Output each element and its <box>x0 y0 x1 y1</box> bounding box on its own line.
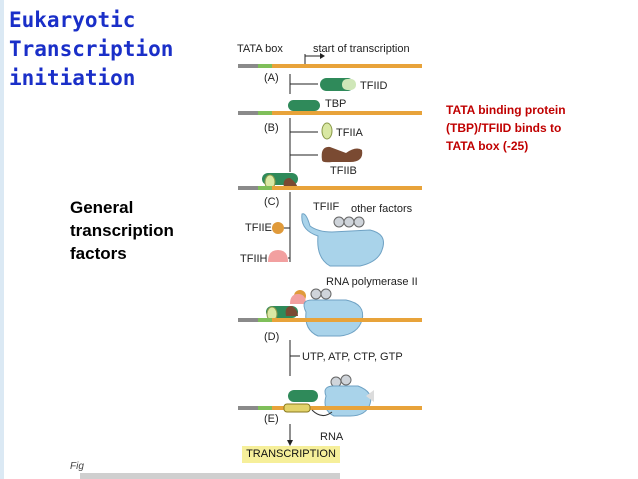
tfiid-label: TFIID <box>360 80 388 92</box>
note-line-3: TATA box (-25) <box>446 139 529 153</box>
tfiie-label: TFIIE <box>245 222 272 234</box>
tfiie-shape <box>272 222 284 234</box>
general-line-3: factors <box>70 244 127 263</box>
title-line-1: Eukaryotic <box>9 8 136 32</box>
slide-edge <box>0 0 4 479</box>
tfiia-label: TFIIA <box>336 127 364 139</box>
tfiif-label: TFIIF <box>313 201 340 213</box>
general-line-2: transcription <box>70 221 174 240</box>
note-line-1: TATA binding protein <box>446 103 566 117</box>
other-factor-3 <box>353 216 365 228</box>
tfiib-shape <box>321 146 363 163</box>
tbp-shape <box>288 100 320 111</box>
title-line-2: Transcription <box>9 37 174 61</box>
tata-box-label: TATA box <box>237 43 283 55</box>
tfiib-shape <box>283 178 298 188</box>
note-line-2: (TBP)/TFIID binds to <box>446 121 562 135</box>
dna-gray <box>238 318 258 322</box>
tata-segment <box>258 186 272 190</box>
arrow-e-head <box>287 440 293 446</box>
tata-segment <box>258 111 272 115</box>
polymerase-c <box>301 213 384 267</box>
other-factor-1 <box>310 288 322 300</box>
other-factor-2 <box>320 288 332 300</box>
tbp-note: TATA binding protein (TBP)/TFIID binds t… <box>446 101 566 155</box>
dna-orange <box>272 186 422 190</box>
step-d: (D) UTP, ATP, CTP, GTP <box>238 288 422 376</box>
tfiia-shape <box>321 122 333 140</box>
tfiih-shape <box>290 294 306 304</box>
step-c-label: (C) <box>264 196 279 208</box>
dna-gray <box>238 406 258 410</box>
step-e-label: (E) <box>264 413 279 425</box>
ntps-label: UTP, ATP, CTP, GTP <box>302 351 403 363</box>
slide-title: Eukaryotic Transcription initiation <box>9 6 173 93</box>
dna-gray <box>238 111 258 115</box>
dna-orange <box>272 111 422 115</box>
tfiid-cap <box>342 79 356 90</box>
tata-segment <box>258 64 272 68</box>
step-b-label: (B) <box>264 122 279 134</box>
other-factor-1 <box>333 216 345 228</box>
caption-strip <box>80 473 340 479</box>
start-arrowhead <box>320 53 325 59</box>
step-c: (C) TFIIF other factors TFIIE TFIIH RNA … <box>238 173 422 288</box>
step-a-label: (A) <box>264 72 279 84</box>
dna-orange <box>272 406 422 410</box>
step-d-label: (D) <box>264 331 279 343</box>
other-factors-label: other factors <box>351 203 413 215</box>
rna-helix <box>283 403 311 413</box>
tfiib-label: TFIIB <box>330 165 357 177</box>
tata-segment <box>258 406 272 410</box>
dna-orange <box>272 64 422 68</box>
transcription-banner: TRANSCRIPTION <box>242 446 340 463</box>
general-factors-label: General transcription factors <box>70 196 174 265</box>
other-factor-2 <box>340 374 352 386</box>
step-e: (E) RNA <box>238 374 422 446</box>
polymerase-e <box>324 385 372 417</box>
tbp-shape <box>288 390 318 402</box>
dna-gray <box>238 186 258 190</box>
step-a: (A) TFIID <box>238 64 422 94</box>
dna-orange <box>272 318 422 322</box>
figure-tag: Fig <box>70 461 84 472</box>
other-factor-2 <box>343 216 355 228</box>
tbp-label: TBP <box>325 98 346 110</box>
rna-label: RNA <box>320 431 344 443</box>
tfiih-label: TFIIH <box>240 253 268 265</box>
dna-gray <box>238 64 258 68</box>
polii-label: RNA polymerase II <box>326 276 418 288</box>
tfiih-shape <box>268 250 288 262</box>
step-b: TBP (B) TFIIA TFIIB <box>238 98 422 177</box>
general-line-1: General <box>70 198 134 217</box>
start-label: start of transcription <box>313 43 410 55</box>
direction-arrow <box>366 390 374 402</box>
tfiib-shape <box>285 306 298 316</box>
rna-strand <box>311 409 333 416</box>
title-line-3: initiation <box>9 66 136 90</box>
tata-segment <box>258 318 272 322</box>
